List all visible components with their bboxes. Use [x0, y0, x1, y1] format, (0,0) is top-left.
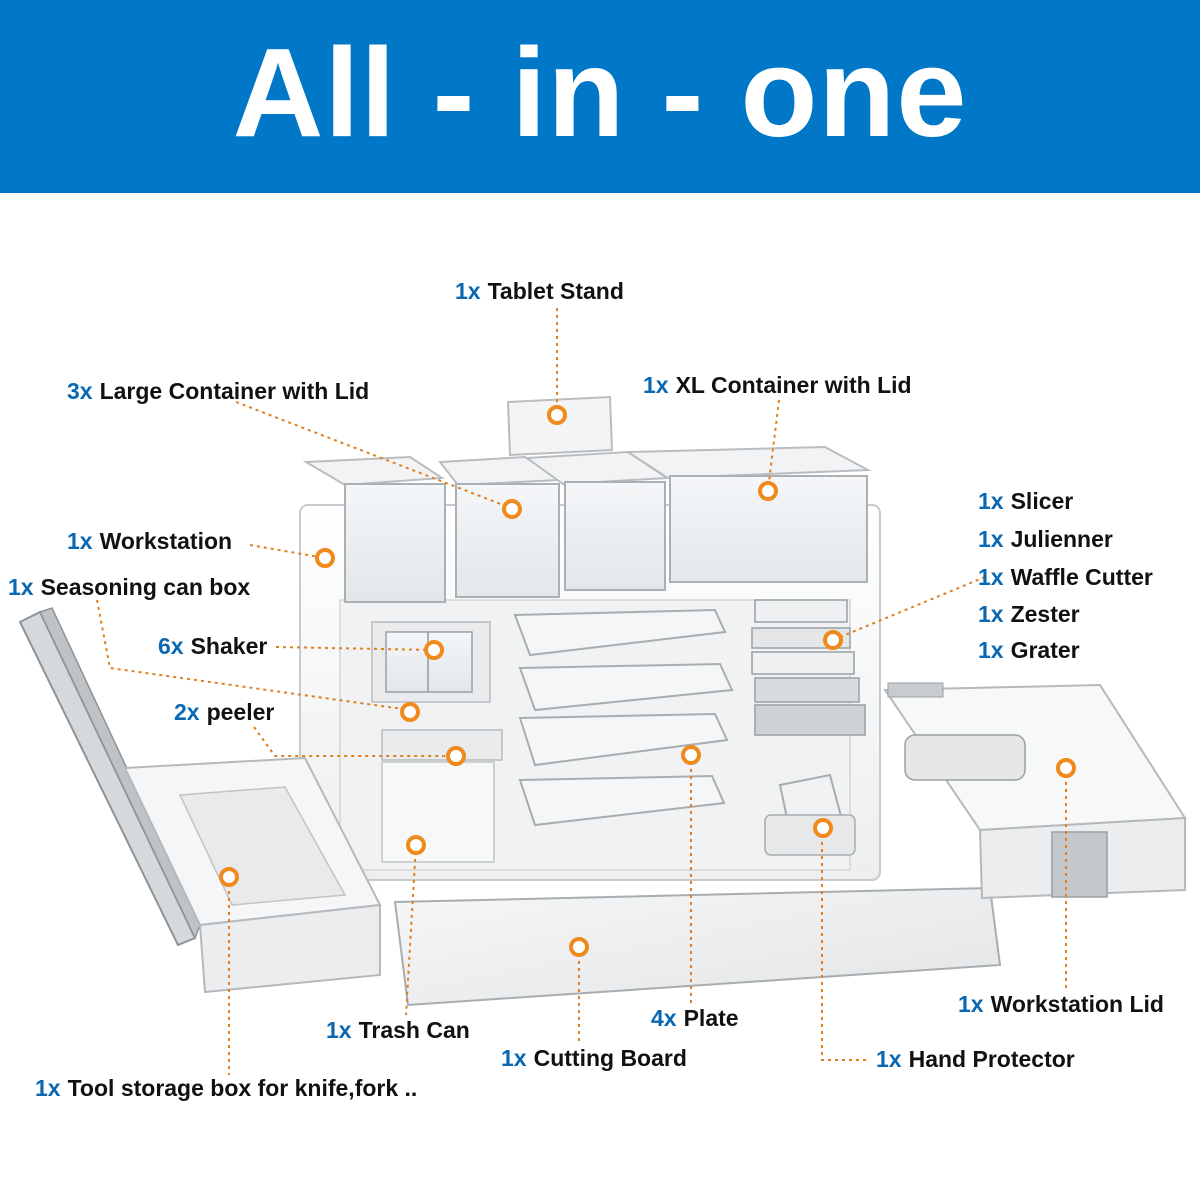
left-storage-column [371, 621, 503, 863]
cutting-board [393, 886, 1002, 1007]
header-banner: All - in - one [0, 0, 1200, 193]
callout-lines [96, 308, 1067, 1075]
banner-title: All - in - one [232, 22, 968, 163]
blade-inserts [751, 599, 866, 736]
large-containers [302, 450, 671, 603]
tablet-stand [506, 395, 614, 457]
callout-dots [219, 405, 1076, 957]
workstation-lid [883, 682, 1187, 900]
plates [513, 608, 734, 827]
